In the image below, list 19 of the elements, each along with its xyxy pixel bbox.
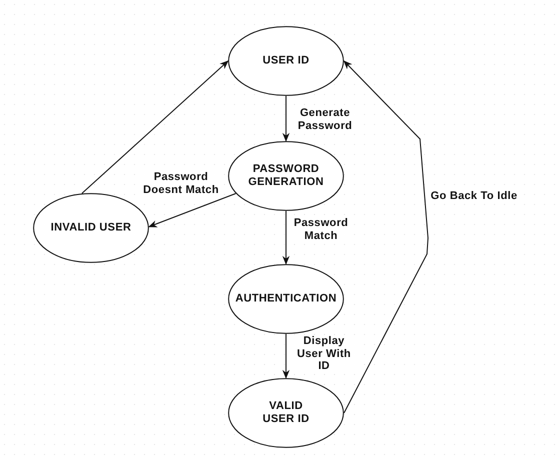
state-name: USER ID [262, 54, 310, 68]
arrow [81, 60, 229, 194]
state-name: PASSWORD GENERATION [247, 163, 325, 189]
edge-label: Password Doesnt Match [141, 171, 221, 196]
edge-label: Go Back To Idle [428, 190, 520, 202]
state-name: INVALID USER [50, 222, 132, 234]
state-name: VALID USER ID [262, 400, 310, 426]
state-ellipse [228, 378, 344, 448]
arrow [343, 60, 428, 414]
arrow [282, 96, 290, 142]
state-ellipse [33, 193, 149, 263]
state-ellipse [228, 26, 344, 96]
arrow [148, 193, 236, 228]
state-ellipse [228, 141, 344, 211]
state-ellipse [228, 264, 344, 334]
edge-label: Generate Password [293, 107, 357, 132]
arrow [282, 334, 290, 379]
arrow [282, 210, 290, 265]
state-name: AUTHENTICATION [234, 292, 338, 306]
